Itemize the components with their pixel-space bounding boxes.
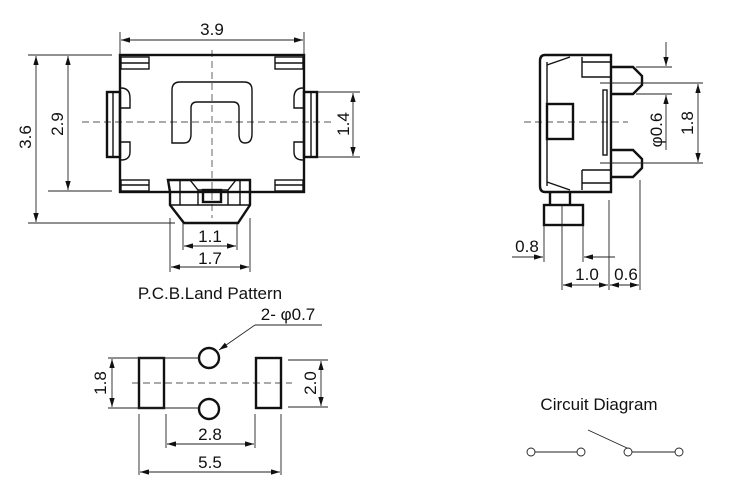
dim-pin-dia: φ0.6 [647,113,666,148]
dim-pin-pitch: 1.8 [678,111,697,135]
dim-height-body: 2.9 [48,112,67,136]
dim-inner-gap: 2.8 [198,425,222,444]
pcb-land-pattern: P.C.B.Land Pattern 2- φ0.7 1.8 2.0 2.8 5… [91,284,328,475]
hole-note: 2- φ0.7 [261,305,316,324]
terminal-icon [623,447,633,457]
circuit-diagram: Circuit Diagram [526,395,684,457]
dim-pad-span: 2.0 [301,371,320,395]
dim-height-total: 3.6 [16,125,35,149]
dim-actuator-outer: 1.7 [198,249,222,268]
circuit-title: Circuit Diagram [540,395,657,414]
switch-contact [587,429,628,449]
dim-pad-height: 1.8 [91,371,110,395]
terminal-icon [674,447,684,457]
dim-pin-len: 0.6 [614,265,638,284]
top-view: 3.9 3.6 2.9 1.4 1.1 1.7 [16,20,360,272]
dim-stem-offset: 0.8 [515,237,539,256]
dim-outer-span: 5.5 [198,453,222,472]
land-pattern-title: P.C.B.Land Pattern [138,284,282,303]
terminal-icon [526,447,536,457]
dim-tab-height: 1.4 [334,112,353,136]
terminal-icon [576,447,586,457]
side-view: φ0.6 1.8 0.8 1.0 0.6 [512,42,703,290]
dim-actuator-inner: 1.1 [198,227,222,246]
dim-stem-to-body: 1.0 [575,265,599,284]
dim-width: 3.9 [200,20,224,39]
